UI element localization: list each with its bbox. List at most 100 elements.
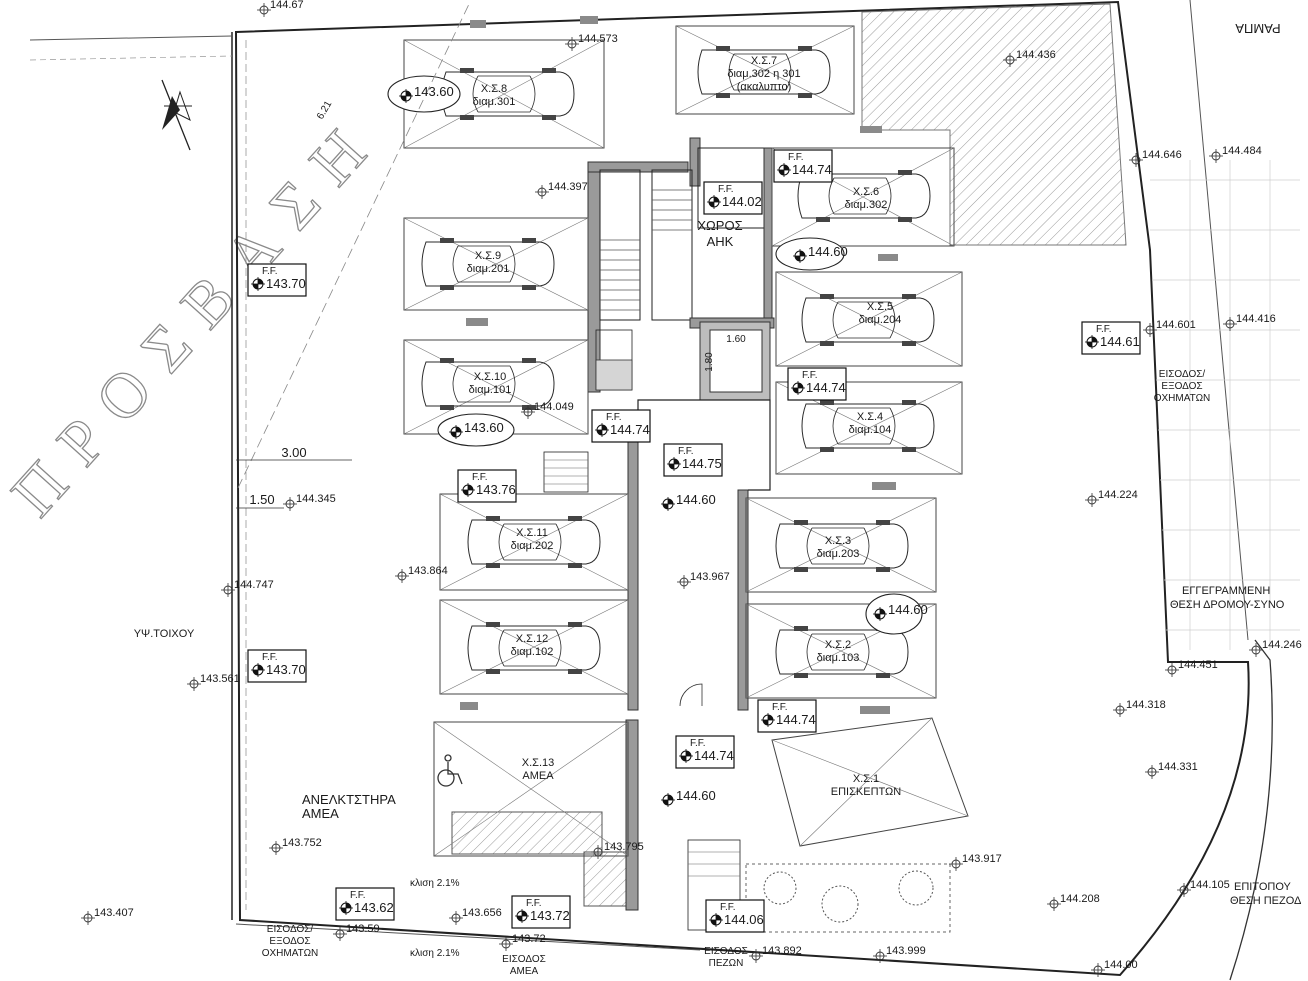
- vehicle-entry-bottom-3: ΟΧΗΜΑΤΩΝ: [262, 948, 319, 959]
- spot-marker-25: [1176, 882, 1192, 898]
- spot-marker-23: [1112, 702, 1128, 718]
- space-3-unit: διαμ.203: [817, 548, 860, 560]
- spot-level-6: 143.967: [690, 571, 730, 583]
- ff-tag-4: F.F.: [678, 446, 694, 457]
- spot-level-19: 144.416: [1236, 313, 1276, 325]
- spot-marker-19: [1222, 316, 1238, 332]
- spot-marker-26: [1046, 896, 1062, 912]
- ff-level-13: 144.06: [724, 912, 764, 927]
- space-13-unit: ΑΜΕΑ: [522, 770, 554, 782]
- ff-tag-11: F.F.: [350, 890, 366, 901]
- space-6-unit: διαμ.302: [845, 199, 888, 211]
- space-4-unit: διαμ.104: [849, 424, 892, 436]
- disabled-entry-2: ΑΜΕΑ: [510, 966, 539, 977]
- wall-height-label: ΥΨ.ΤΟΙΧΟΥ: [134, 628, 195, 640]
- ff-tag-8: F.F.: [718, 184, 734, 195]
- ff-tag-2: F.F.: [472, 472, 488, 483]
- ff-level-12: 143.72: [530, 908, 570, 923]
- space-1-unit: ΕΠΙΣΚΕΠΤΩΝ: [831, 786, 901, 798]
- space-2-unit: διαμ.103: [817, 652, 860, 664]
- ff-level-1: 143.70: [266, 662, 306, 677]
- spot-marker-9: [268, 840, 284, 856]
- pedestrian-entry-2: ΠΕΖΩΝ: [709, 958, 744, 969]
- space-2-number: Χ.Σ.2: [825, 639, 851, 651]
- spot-level-21: 144.451: [1178, 659, 1218, 671]
- registered-road-1: ΕΓΓΕΓΡΑΜΜΕΝΗ: [1182, 585, 1270, 597]
- spot-marker-20: [1084, 492, 1100, 508]
- cloud-level-0: 143.60: [414, 84, 454, 99]
- space-7-number: Χ.Σ.7: [751, 55, 777, 67]
- space-7-unit: διαμ.302 η 301: [727, 68, 800, 80]
- spot-marker-11: [448, 910, 464, 926]
- pedestrian-entry-1: ΕΙΣΟΔΟΣ: [704, 946, 748, 957]
- ff-level-3: 144.74: [610, 422, 650, 437]
- ff-level-10: 144.61: [1100, 334, 1140, 349]
- spot-marker-24: [1144, 764, 1160, 780]
- ff-level-5: 144.74: [806, 380, 846, 395]
- ff-tag-1: F.F.: [262, 652, 278, 663]
- vehicle-entry-right-1: ΕΙΣΟΔΟΣ/: [1159, 369, 1206, 380]
- space-9-unit: διαμ.201: [467, 263, 510, 275]
- vehicle-entry-right-2: ΕΞΟΔΟΣ: [1161, 381, 1202, 392]
- street-lettering: ΠΡΟΣΒΑΣΗ: [0, 99, 395, 530]
- space-7-note: (ακαλυπτο): [737, 81, 792, 93]
- spot-marker-8: [186, 676, 202, 692]
- ff-level-8: 144.02: [722, 194, 762, 209]
- spot-level-9: 143.752: [282, 837, 322, 849]
- spot-level-7: 144.747: [234, 579, 274, 591]
- registered-road-2: ΘΕΣΗ ΔΡΟΜΟΥ-ΣΥΝΟ: [1170, 599, 1285, 611]
- cloud-level-1: 143.60: [464, 420, 504, 435]
- spot-marker-4: [282, 496, 298, 512]
- ff-tag-12: F.F.: [526, 898, 542, 909]
- wheelchair-icon: [437, 754, 463, 787]
- slope-lower: κλιση 2.1%: [410, 948, 460, 959]
- space-10-number: Χ.Σ.10: [474, 371, 506, 383]
- lift-label-2: ΑΜΕΑ: [302, 806, 339, 821]
- spot-level-15: 144.436: [1016, 49, 1056, 61]
- vehicle-entry-bottom-1: ΕΙΣΟΔΟΣ/: [267, 924, 314, 935]
- spot-level-12: 143.59: [346, 923, 380, 935]
- spot-level-3: 144.049: [534, 401, 574, 413]
- dim-150-text: 1.50: [249, 492, 274, 507]
- ff-level-9: 144.74: [792, 162, 832, 177]
- spot-level-17: 144.484: [1222, 145, 1262, 157]
- sidewalk-tiles: [1150, 160, 1300, 650]
- spot-level-0: 144.67: [270, 0, 304, 11]
- space-9-number: Χ.Σ.9: [475, 250, 501, 262]
- ahk-room-1: ΧΩΡΟΣ: [697, 218, 742, 233]
- space-5-unit: διαμ.204: [859, 314, 902, 326]
- level-marks: 144.67144.573144.397144.049144.345143.86…: [80, 0, 1302, 978]
- lift-label-1: ΑΝΕΛΚΤΣΤΗΡΑ: [302, 792, 396, 807]
- spot-level-2: 144.397: [548, 181, 588, 193]
- ff-tag-10: F.F.: [1096, 324, 1112, 335]
- spot-level-25: 144.105: [1190, 879, 1230, 891]
- ahk-room-2: ΑΗΚ: [707, 234, 734, 249]
- wheel-stops: [460, 16, 898, 714]
- space-12-unit: διαμ.102: [511, 646, 554, 658]
- plain-marker-0: [660, 496, 676, 512]
- ff-level-6: 144.74: [776, 712, 816, 727]
- dim-300-text: 3.00: [281, 445, 306, 460]
- ff-level-11: 143.62: [354, 900, 394, 915]
- ff-tag-7: F.F.: [690, 738, 706, 749]
- spot-level-30: 144.00: [1104, 959, 1138, 971]
- pavement-2: ΘΕΣΗ ΠΕΖΟΔ: [1230, 895, 1302, 907]
- spot-marker-27: [948, 856, 964, 872]
- ff-tag-5: F.F.: [802, 370, 818, 381]
- ff-tag-0: F.F.: [262, 266, 278, 277]
- ff-tag-6: F.F.: [772, 702, 788, 713]
- spot-marker-1: [564, 36, 580, 52]
- plain-level-0: 144.60: [676, 492, 716, 507]
- lift-height: 1.80: [704, 352, 715, 372]
- ff-level-0: 143.70: [266, 276, 306, 291]
- cloud-level-3: 144.60: [888, 602, 928, 617]
- spot-marker-5: [394, 568, 410, 584]
- space-1-number: Χ.Σ.1: [853, 773, 879, 785]
- spot-level-26: 144.208: [1060, 893, 1100, 905]
- ff-level-7: 144.74: [694, 748, 734, 763]
- space-6-number: Χ.Σ.6: [853, 186, 879, 198]
- vehicle-entry-bottom-2: ΕΞΟΔΟΣ: [269, 936, 310, 947]
- ff-tag-9: F.F.: [788, 152, 804, 163]
